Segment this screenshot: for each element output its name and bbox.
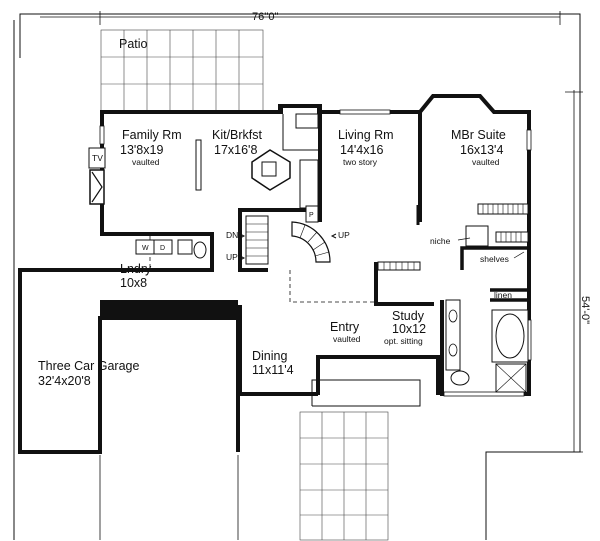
arrow-up-left-icon [239, 255, 246, 261]
room-laundry: Lndry 10x8 [120, 262, 152, 290]
overall-depth-label: 54'-0" [579, 296, 591, 324]
shelves-leader [513, 251, 525, 259]
dryer-label: D [160, 245, 165, 252]
svg-text:two story: two story [343, 157, 378, 167]
tv-label: TV [92, 153, 103, 163]
driveway-lines [99, 455, 239, 540]
svg-text:32'4x20'8: 32'4x20'8 [38, 374, 91, 388]
svg-text:10x8: 10x8 [120, 276, 147, 290]
svg-text:16x13'4: 16x13'4 [460, 143, 503, 157]
svg-text:opt. sitting: opt. sitting [384, 336, 423, 346]
svg-text:Three Car Garage: Three Car Garage [38, 359, 139, 373]
svg-text:Family Rm: Family Rm [122, 128, 182, 142]
svg-text:Entry: Entry [330, 320, 360, 334]
site-outline [13, 13, 581, 540]
niche-box [465, 225, 489, 247]
vanity-sinks [445, 299, 470, 386]
width-dimension-line [40, 11, 561, 25]
arrow-up-right-icon [330, 233, 337, 239]
windows [99, 109, 532, 397]
depth-dimension-line [565, 90, 583, 453]
shower [495, 363, 527, 393]
svg-text:vaulted: vaulted [132, 157, 160, 167]
svg-text:MBr Suite: MBr Suite [451, 128, 506, 142]
svg-text:vaulted: vaulted [333, 334, 361, 344]
laundry-appliances: W D [135, 239, 207, 259]
pantry-box: P [305, 205, 319, 223]
room-kitchen: Kit/Brkfst 17x16'8 [212, 128, 263, 157]
room-living: Living Rm 14'4x16 two story [338, 128, 394, 167]
svg-text:Living Rm: Living Rm [338, 128, 394, 142]
patio-tiles [100, 29, 264, 113]
svg-text:11x11'4: 11x11'4 [252, 363, 294, 377]
svg-text:10x12: 10x12 [392, 322, 426, 336]
fireplace [89, 169, 105, 205]
room-family: Family Rm 13'8x19 vaulted [120, 128, 182, 167]
stair-curved [291, 221, 331, 263]
room-garage: Three Car Garage 32'4x20'8 [38, 359, 139, 388]
svg-text:Dining: Dining [252, 349, 287, 363]
washer-label: W [142, 245, 149, 252]
arrow-dn-icon [239, 233, 246, 239]
svg-text:Study: Study [392, 309, 425, 323]
room-entry: Entry vaulted [330, 320, 361, 344]
svg-text:vaulted: vaulted [472, 157, 500, 167]
stair-up-right-label: UP [338, 230, 350, 240]
svg-text:Lndry: Lndry [120, 262, 152, 276]
svg-text:14'4x16: 14'4x16 [340, 143, 383, 157]
stair-dn-label: DN [226, 230, 238, 240]
room-study: Study 10x12 opt. sitting [384, 309, 426, 346]
svg-text:13'8x19: 13'8x19 [120, 143, 163, 157]
svg-text:P: P [309, 212, 314, 219]
kitchen-island [251, 149, 291, 191]
svg-text:17x16'8: 17x16'8 [214, 143, 257, 157]
kitchen-cabinets [195, 113, 319, 209]
front-walk-tiles [299, 379, 421, 541]
stair-up-left-label: UP [226, 252, 238, 262]
closet-shelving [377, 203, 529, 271]
linen-label: linen [494, 290, 512, 300]
niche-leader [457, 237, 471, 241]
bathtub [491, 309, 529, 363]
stair-left [245, 215, 269, 265]
patio-label: Patio [119, 37, 148, 51]
room-dining: Dining 11x11'4 [252, 349, 294, 377]
overall-width-label: 76''0" [252, 11, 279, 23]
exterior-walls [18, 94, 531, 454]
niche-label: niche [430, 236, 451, 246]
room-master-suite: MBr Suite 16x13'4 vaulted [451, 128, 506, 167]
tv-niche [88, 147, 106, 169]
svg-text:Kit/Brkfst: Kit/Brkfst [212, 128, 263, 142]
shelves-label: shelves [480, 254, 509, 264]
